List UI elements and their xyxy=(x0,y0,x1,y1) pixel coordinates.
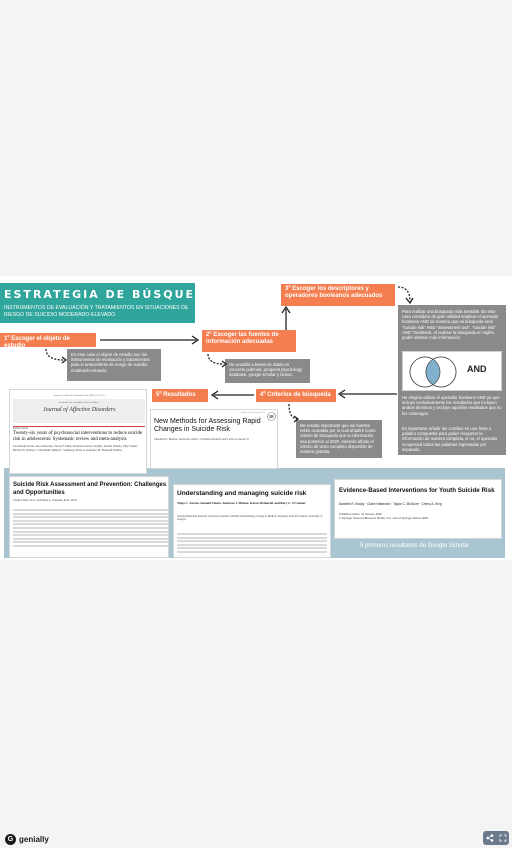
step-3-box: 3º Escoger los descriptores y operadores… xyxy=(281,284,395,306)
paper-card-4[interactable]: Understanding and managing suicide risk … xyxy=(173,484,331,558)
boolean-explanation-panel: Para realizar una búsqueda más sensible.… xyxy=(398,305,506,455)
arrow-3-to-panel-icon xyxy=(397,286,414,305)
genially-logo[interactable]: G genially xyxy=(5,834,49,845)
paper-3-body-text xyxy=(13,509,168,549)
share-icon[interactable] xyxy=(486,834,494,842)
note-object-of-study: En este caso el objeto de estudio son lo… xyxy=(67,349,161,381)
note-sources: He acudido a bases de datos en concreto … xyxy=(225,359,310,383)
paper-4-title: Understanding and managing suicide risk xyxy=(177,490,307,497)
arrow-1-to-note-icon xyxy=(45,348,68,364)
paper-1-journal: Journal of Affective Disorders xyxy=(43,407,116,413)
paper-5-publication: Published online: 15 January 2020 © Spri… xyxy=(339,512,499,520)
fullscreen-icon[interactable] xyxy=(499,834,507,842)
paper-card-3[interactable]: Suicide Risk Assessment and Prevention: … xyxy=(9,476,169,558)
paper-3-authors: Glenn P. Bain, D.O., and Maria A. Oquend… xyxy=(13,499,78,502)
page-title: ESTRATEGIA DE BÚSQUEDA: xyxy=(4,288,224,301)
journal-seal-icon xyxy=(267,412,276,421)
arrow-1-to-2-icon xyxy=(100,335,200,345)
paper-4-affiliation: Suicidal Behaviour Research Laboratory, … xyxy=(177,515,323,522)
title-banner xyxy=(0,283,195,323)
paper-4-body-text xyxy=(177,533,327,555)
panel-text-quotes: Es importante añadir las comillas en una… xyxy=(402,426,498,452)
paper-5-title: Evidence-Based Interventions for Youth S… xyxy=(339,487,495,494)
arrow-4-to-5-icon xyxy=(210,390,254,400)
paper-1-type: Review article xyxy=(13,427,29,430)
paper-card-2[interactable]: Published: 08 January 2022 New Methods f… xyxy=(150,409,278,469)
paper-card-1[interactable]: Journal of Affective Disorders 303 (2022… xyxy=(9,389,147,474)
venn-circles-icon xyxy=(409,356,457,388)
paper-1-contents: Contents lists available at ScienceDirec… xyxy=(58,401,100,404)
paper-4-authors: Tiago C. Zortea, Seonaid Cleare, Ambrose… xyxy=(177,501,306,505)
paper-5-copyright: © Springer Science+Business Media, LLC, … xyxy=(339,515,429,520)
step-4-box: 4º Criterios de búsqueda xyxy=(256,389,336,402)
results-caption: 5 primeros resultados de Google Scholar xyxy=(360,543,470,549)
arrow-2-to-3-icon xyxy=(281,306,291,330)
and-label: AND xyxy=(467,364,487,374)
step-5-box: 5º Resultados xyxy=(152,389,208,402)
panel-text-and: He elegido utilizar el operador booleano… xyxy=(402,395,502,416)
paper-5-published: Published online: 15 January 2020 xyxy=(339,512,382,516)
step-2-box: 2º Escoger las fuentes de información ad… xyxy=(202,330,296,352)
paper-1-header: Journal of Affective Disorders 303 (2022… xyxy=(53,394,105,397)
paper-3-title: Suicide Risk Assessment and Prevention: … xyxy=(13,482,167,496)
page-subtitle: INSTRUMENTOS DE EVALUACIÓN Y TRATAMIENTO… xyxy=(4,305,189,318)
arrow-4-to-note-icon xyxy=(288,403,300,423)
genially-logo-text: genially xyxy=(19,835,49,844)
share-fullscreen-controls[interactable] xyxy=(483,831,509,845)
paper-1-divider xyxy=(13,426,145,427)
panel-text-intro: Para realizar una búsqueda más sensible.… xyxy=(402,309,499,341)
arrow-2-to-note-icon xyxy=(207,353,228,368)
genially-logo-icon: G xyxy=(5,834,16,845)
paper-card-5[interactable]: Evidence-Based Interventions for Youth S… xyxy=(334,479,502,539)
paper-1-authors: Luz Rebeka Torres, Sara Zamorano, Steven… xyxy=(13,445,138,452)
venn-diagram: AND xyxy=(402,351,502,391)
paper-1-journal-box: Contents lists available at ScienceDirec… xyxy=(13,399,145,423)
paper-2-title: New Methods for Assessing Rapid Changes … xyxy=(154,418,261,433)
arrow-panel-to-4-icon xyxy=(337,389,397,399)
paper-5-authors: Danielle R. Busby · Claire Hatkevich · T… xyxy=(339,502,442,506)
note-criteria: Me resulta importante que las fuentes es… xyxy=(296,420,382,458)
step-1-box: 1º Escoger el objeto de estudio xyxy=(0,333,96,349)
paper-2-authors: Elizabeth D. Ballard, Jessica R. Gilbert… xyxy=(154,438,250,441)
paper-1-title: Twenty-six years of psychosocial interve… xyxy=(13,431,143,442)
paper-2-published: Published: 08 January 2022 xyxy=(240,412,265,414)
